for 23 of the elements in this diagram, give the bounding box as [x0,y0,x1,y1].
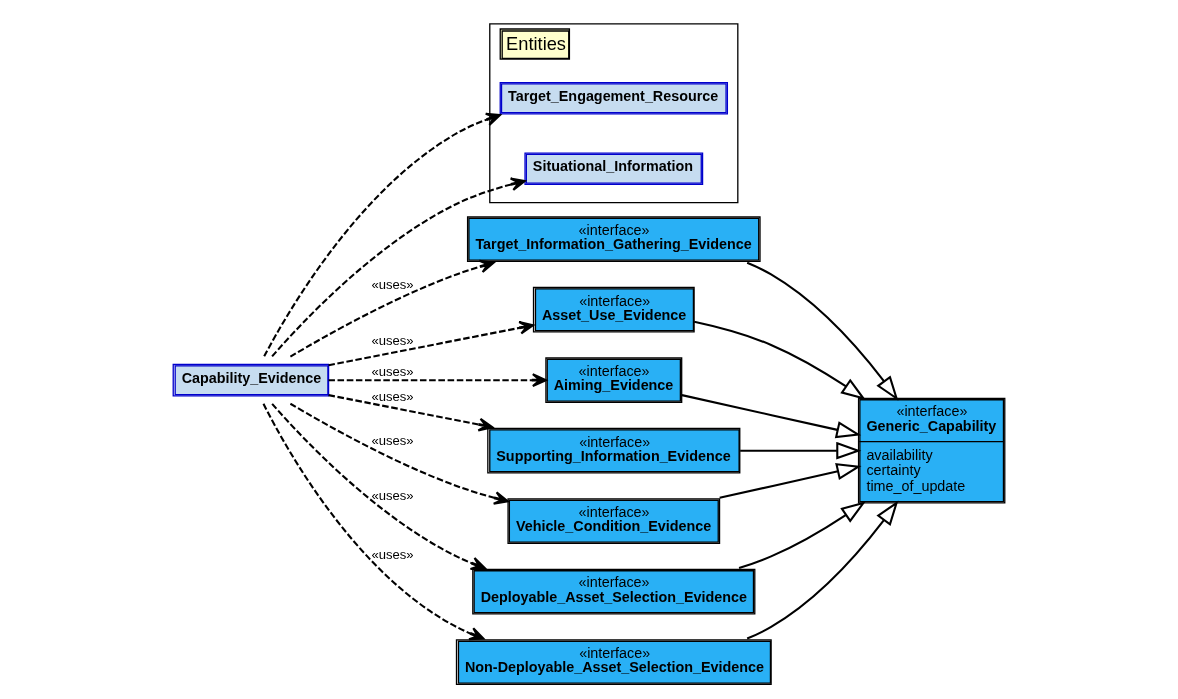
edge-label: «uses» [371,488,414,504]
arrow [328,394,494,432]
edge-label: «uses» [371,364,414,380]
arrow [328,373,547,388]
arrow [719,462,862,499]
arrow [746,500,899,640]
arrow [262,403,485,641]
arrow [328,320,535,367]
arrow [271,177,526,358]
edge-label: «uses» [371,276,414,292]
arrow [738,501,866,570]
arrow [289,259,495,358]
edge-label: «uses» [371,433,414,449]
arrow [289,402,509,505]
arrow [746,261,899,401]
arrow [740,441,862,460]
arrow [681,394,862,439]
arrow [271,403,486,571]
arrow [694,320,866,401]
edge-label: «uses» [371,547,414,563]
edge-label: «uses» [371,332,414,348]
arrow [263,112,501,357]
edge-label: «uses» [371,389,414,405]
